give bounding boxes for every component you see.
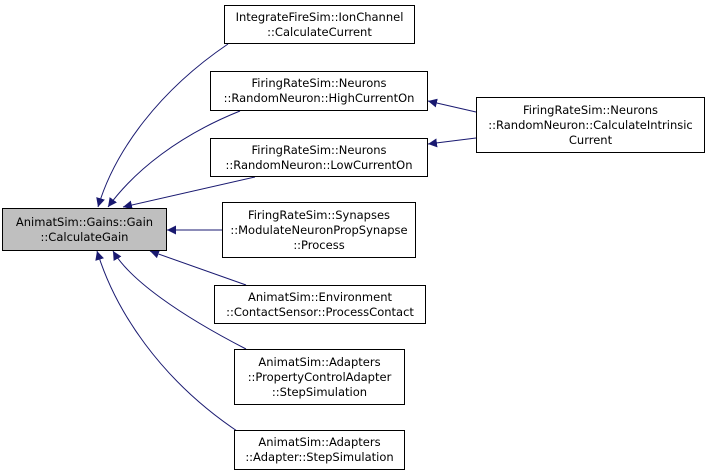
edge-n3-to-root: [122, 176, 256, 210]
node-label-line: ::Process: [293, 237, 345, 252]
node-label-line: ::RandomNeuron::CalculateIntrinsic: [488, 117, 693, 132]
node-gain-calculategain[interactable]: AnimatSim::Gains::Gain ::CalculateGain: [2, 208, 167, 251]
edge-n7-to-root: [95, 250, 241, 434]
node-propertycontroladapter-stepsimulation[interactable]: AnimatSim::Adapters ::PropertyControlAda…: [234, 349, 405, 405]
node-randomneuron-highcurrenton[interactable]: FiringRateSim::Neurons ::RandomNeuron::H…: [210, 71, 428, 111]
node-contactsensor-processcontact[interactable]: AnimatSim::Environment ::ContactSensor::…: [214, 285, 426, 324]
node-label-line: ::PropertyControlAdapter: [247, 369, 392, 384]
node-label-line: FiringRateSim::Neurons: [251, 142, 387, 157]
node-label-line: AnimatSim::Gains::Gain: [15, 214, 154, 229]
edge-right-to-n2: [427, 98, 477, 113]
node-label-line: FiringRateSim::Neurons: [251, 76, 387, 90]
node-ionchannel-calculatecurrent[interactable]: IntegrateFireSim::IonChannel ::Calculate…: [224, 5, 415, 44]
node-label-line: ::RandomNeuron::HighCurrentOn: [223, 91, 415, 105]
edge-right-to-n3: [427, 137, 477, 148]
node-label-line: AnimatSim::Environment: [248, 289, 392, 304]
edge-n5-to-root: [149, 249, 247, 286]
node-label-line: ::Adapter::StepSimulation: [245, 450, 394, 464]
node-randomneuron-calculateintrinsiccurrent[interactable]: FiringRateSim::Neurons ::RandomNeuron::C…: [476, 97, 705, 153]
node-label-line: AnimatSim::Adapters: [258, 435, 381, 449]
node-label-line: Current: [568, 132, 613, 147]
node-label-line: ::RandomNeuron::LowCurrentOn: [225, 157, 413, 172]
node-label-line: FiringRateSim::Neurons: [522, 102, 659, 117]
node-modulateneuronpropsynapse-process[interactable]: FiringRateSim::Synapses ::ModulateNeuron…: [222, 202, 416, 258]
node-label-line: ::StepSimulation: [271, 384, 368, 399]
node-randomneuron-lowcurrenton[interactable]: FiringRateSim::Neurons ::RandomNeuron::L…: [210, 138, 428, 177]
node-label-line: ::CalculateGain: [40, 229, 129, 244]
node-label-line: ::ModulateNeuronPropSynapse: [230, 222, 408, 237]
node-label-line: FiringRateSim::Synapses: [247, 207, 391, 222]
node-label-line: AnimatSim::Adapters: [258, 354, 381, 369]
node-label-line: ::CalculateCurrent: [267, 24, 372, 39]
node-adapter-stepsimulation[interactable]: AnimatSim::Adapters ::Adapter::StepSimul…: [234, 430, 405, 470]
node-label-line: ::ContactSensor::ProcessContact: [226, 304, 414, 319]
edge-n6-to-root: [112, 250, 247, 350]
edge-n2-to-root: [107, 110, 241, 208]
edge-n1-to-root: [96, 43, 229, 208]
node-label-line: IntegrateFireSim::IonChannel: [235, 9, 404, 24]
